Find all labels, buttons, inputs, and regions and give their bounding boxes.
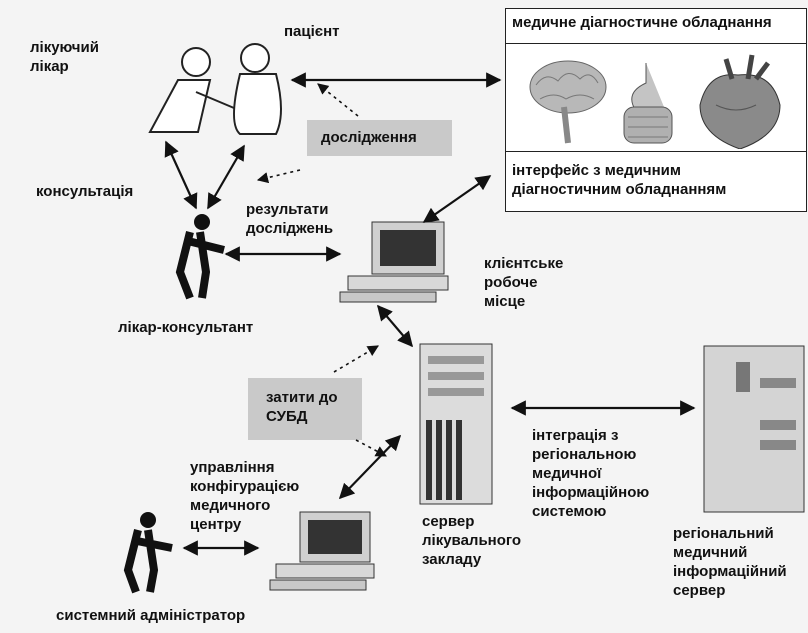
results-dotted-arrow — [256, 169, 301, 184]
results-label: результати досліджень — [246, 201, 334, 237]
equipment-panel: медичне діагностичне обладнання — [505, 8, 807, 212]
equipment-title-divider — [506, 43, 806, 44]
facility-server-label: сервер лікувального закладу — [422, 513, 522, 568]
sysadmin-label: системний адміністратор — [56, 607, 246, 624]
heart-icon — [699, 54, 781, 150]
interface-client-arrow — [422, 175, 492, 223]
client-workstation-label: клієнтське робоче місце — [484, 255, 564, 310]
patient-consultant-arrow — [207, 144, 245, 210]
treating-doctor-label: лікуючий лікар — [30, 39, 99, 75]
patient-figure — [233, 43, 282, 135]
digestive-organs-icon — [623, 63, 673, 144]
equipment-illustrations — [529, 54, 781, 150]
equipment-interface-label: інтерфейс з медичним діагностичним облад… — [512, 162, 727, 198]
regional-server-label: регіональний медичний інформаційний серв… — [673, 525, 787, 599]
integration-label: інтеграція з регіональною медичної інфор… — [532, 427, 650, 520]
brain-icon — [529, 60, 607, 144]
consultation-label: консультація — [36, 183, 134, 200]
dbms-dotted-arrow-down — [355, 439, 387, 457]
research-dotted-arrow — [317, 83, 359, 117]
consultant-figure — [175, 214, 225, 300]
admin-computer-icon — [269, 511, 375, 591]
client-server-arrow — [377, 304, 413, 348]
doctor-figure — [148, 47, 235, 133]
dbms-requests-label: затити до СУБД — [266, 389, 338, 425]
doctor-consultant-arrow — [164, 140, 198, 210]
equipment-images — [506, 45, 806, 150]
patient-label: пацієнт — [284, 23, 340, 40]
server-admin-arrow — [338, 434, 402, 500]
research-box: дослідження — [307, 120, 452, 156]
interface-divider — [506, 151, 806, 152]
sysadmin-figure — [123, 512, 173, 594]
research-label: дослідження — [321, 129, 417, 146]
regional-server-icon — [703, 345, 805, 513]
consultant-label: лікар-консультант — [118, 319, 254, 336]
client-computer-icon — [339, 221, 449, 303]
dbms-dotted-arrow-up — [333, 345, 379, 373]
equipment-title: медичне діагностичне обладнання — [512, 14, 772, 31]
dbms-requests-box: затити до СУБД — [248, 378, 362, 440]
facility-server-icon — [419, 343, 493, 505]
config-mgmt-label: управління конфігурацією медичного центр… — [190, 459, 300, 533]
